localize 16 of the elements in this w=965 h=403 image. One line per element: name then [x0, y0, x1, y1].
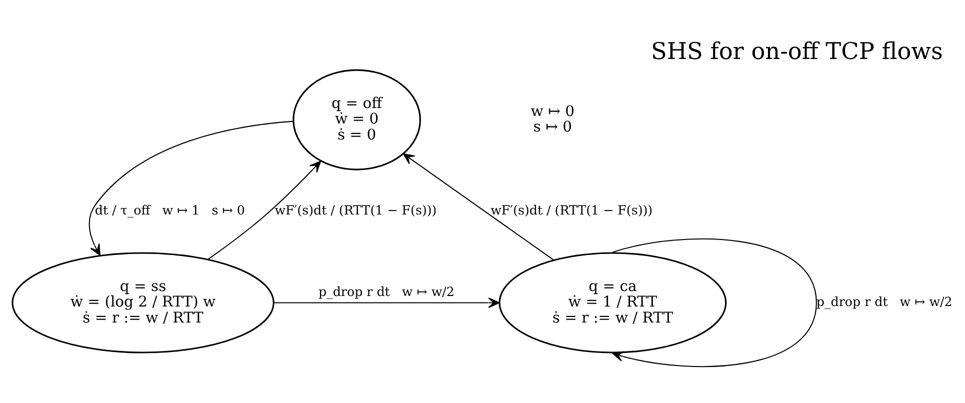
- arrow: [612, 238, 817, 368]
- diagram-title: SHS for on-off TCP flows: [651, 38, 943, 65]
- edge-label: wF′(s)dt / (RTT(1 − F(s))): [274, 202, 437, 218]
- label: s ↦ 0: [533, 118, 572, 136]
- edge-label: p_drop r dt w ↦ w/2: [816, 294, 952, 310]
- node-ellipse: q = ca ẇ = 1 / RTT ṡ = r := w / RTT: [498, 252, 727, 354]
- edge-label: p_drop r dt w ↦ w/2: [318, 284, 454, 300]
- label: w ↦ 0: [530, 102, 575, 120]
- edge-label: dt / τ_off w ↦ 1 s ↦ 0: [94, 202, 245, 218]
- arrow: [274, 298, 500, 308]
- node-ellipse: q = off ẇ = 0 ṡ = 0: [292, 69, 421, 170]
- arrow: [88, 120, 294, 256]
- node-ellipse: q = ss ẇ = (log 2 / RTT) w ṡ = r := w / RTT: [12, 252, 274, 354]
- arrow: [402, 153, 554, 260]
- arrow: [208, 160, 322, 260]
- edge-label: wF′(s)dt / (RTT(1 − F(s))): [490, 202, 653, 218]
